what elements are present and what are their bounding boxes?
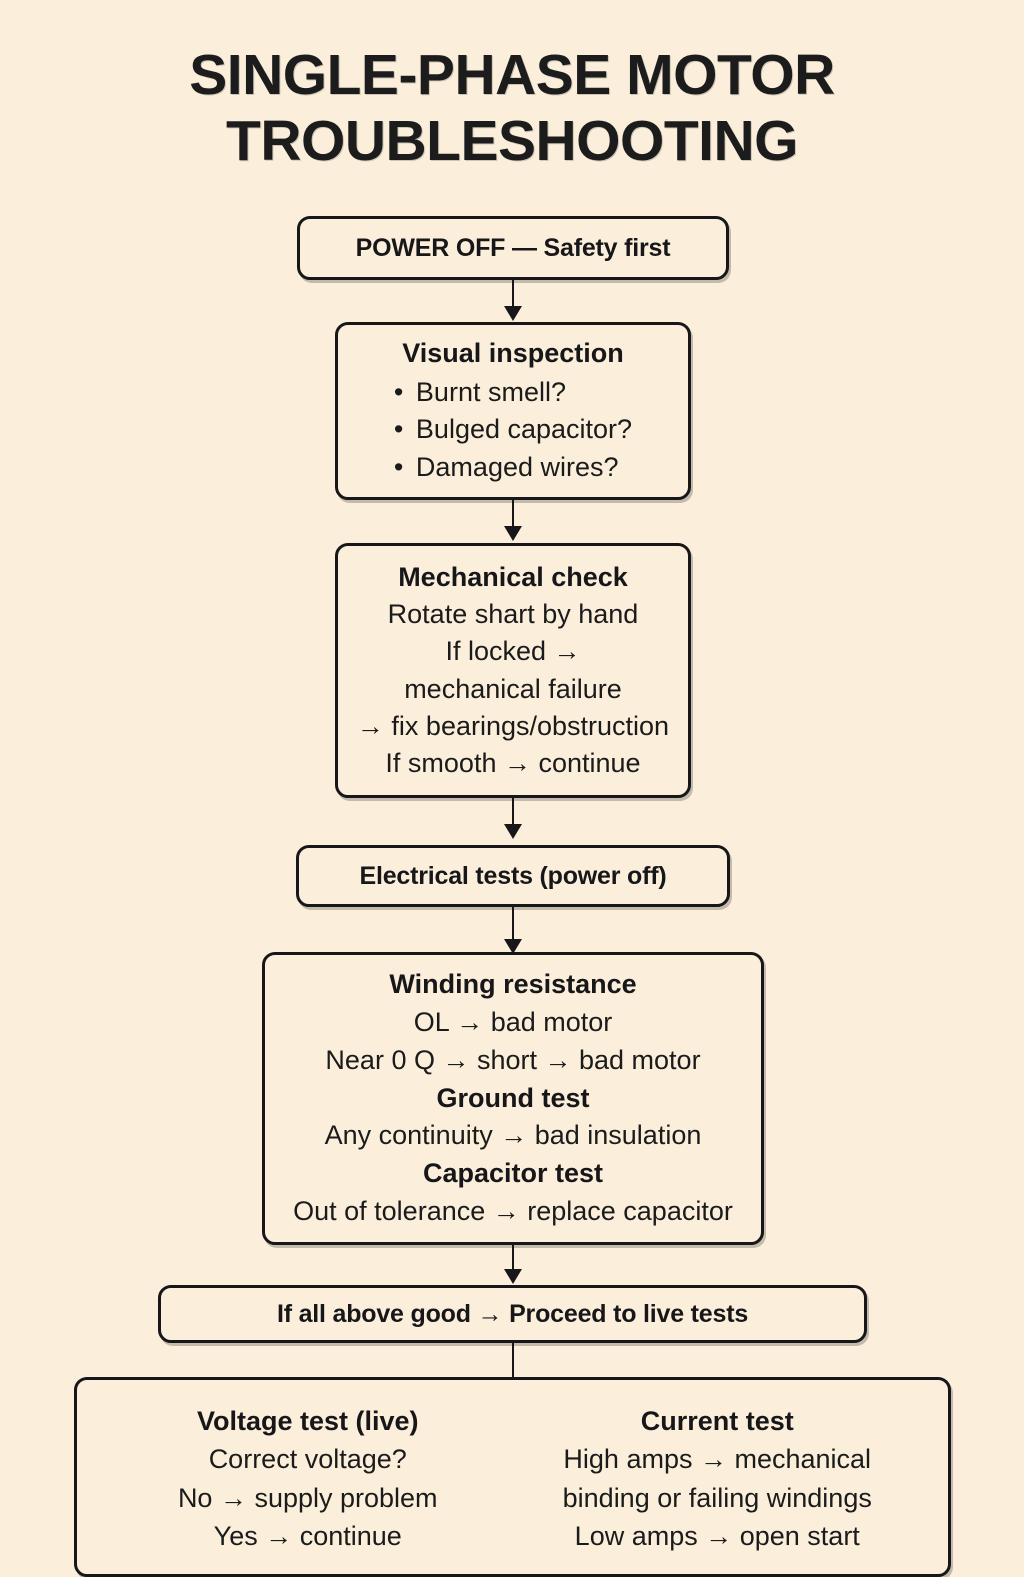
connector-mechanical-to-electrical: [512, 798, 514, 832]
list-item: Burnt smell?: [394, 374, 632, 412]
node-mechanical-check[interactable]: Mechanical check Rotate shart by hand If…: [335, 543, 691, 798]
winding-resistance-line: OL → bad motor: [413, 1007, 613, 1037]
node-mechanical-check-line: If locked →: [445, 636, 581, 667]
winding-resistance-line: Near 0 Q → short → bad motor: [325, 1044, 701, 1075]
node-power-off[interactable]: POWER OFF — Safety first: [297, 216, 729, 280]
voltage-test-line: Correct voltage?: [208, 1444, 407, 1475]
arrowhead-visual-to-mechanical: [504, 526, 522, 541]
voltage-test-line: No → supply problem: [177, 1482, 438, 1513]
page-title: Single-Phase Motor Troubleshooting: [189, 43, 835, 174]
current-test-heading: Current test: [640, 1406, 794, 1436]
node-proceed-live-tests[interactable]: If all above good → Proceed to live test…: [158, 1285, 867, 1343]
arrowhead-electrical-to-detail: [504, 939, 522, 954]
node-visual-inspection[interactable]: Visual inspection Burnt smell? Bulged ca…: [335, 322, 691, 500]
node-mechanical-check-line: mechanical failure: [404, 673, 622, 704]
current-test-line: binding or failing windings: [562, 1482, 872, 1513]
live-tests-voltage-column: Voltage test (live) Correct voltage? No …: [103, 1402, 513, 1555]
node-electrical-detail[interactable]: Winding resistance OL → bad motor Near 0…: [262, 952, 764, 1245]
live-tests-columns: Voltage test (live) Correct voltage? No …: [77, 1380, 948, 1574]
node-live-tests[interactable]: Voltage test (live) Correct voltage? No …: [74, 1377, 951, 1577]
node-mechanical-check-line: Rotate shart by hand: [387, 599, 639, 629]
node-mechanical-check-heading: Mechanical check: [398, 561, 628, 592]
arrowhead-mechanical-to-electrical: [504, 824, 522, 839]
connector-proceed-to-live: [512, 1343, 514, 1377]
arrowhead-detail-to-proceed: [504, 1269, 522, 1284]
list-item: Bulged capacitor?: [394, 411, 632, 449]
flowchart-canvas: Single-Phase Motor Troubleshooting POWER…: [0, 0, 1024, 1536]
node-electrical-tests-label: Electrical tests (power off): [359, 861, 667, 890]
capacitor-test-line: Out of tolerance → replace capacitor: [293, 1195, 733, 1226]
current-test-line: High amps → mechanical: [563, 1444, 872, 1475]
connector-detail-to-proceed: [512, 1245, 514, 1277]
voltage-test-heading: Voltage test (live): [196, 1406, 419, 1436]
list-item: Damaged wires?: [394, 449, 632, 487]
connector-visual-to-mechanical: [512, 500, 514, 534]
node-electrical-tests[interactable]: Electrical tests (power off): [296, 845, 730, 907]
connector-electrical-to-detail: [512, 907, 514, 947]
ground-test-heading: Ground test: [436, 1082, 590, 1113]
connector-power-to-visual: [512, 280, 514, 314]
live-tests-current-column: Current test High amps → mechanical bind…: [513, 1402, 923, 1555]
visual-inspection-list: Burnt smell? Bulged capacitor? Damaged w…: [394, 374, 632, 487]
node-visual-inspection-heading: Visual inspection: [402, 338, 624, 369]
capacitor-test-heading: Capacitor test: [422, 1158, 604, 1189]
node-proceed-live-tests-label: If all above good → Proceed to live test…: [276, 1299, 749, 1328]
node-mechanical-check-line: → fix bearings/obstruction: [356, 710, 670, 741]
node-mechanical-check-line: If smooth → continue: [385, 748, 641, 778]
node-power-off-label: POWER OFF — Safety first: [355, 233, 671, 262]
winding-resistance-heading: Winding resistance: [389, 969, 637, 1000]
voltage-test-line: Yes → continue: [213, 1520, 402, 1551]
ground-test-line: Any continuity → bad insulation: [324, 1120, 702, 1151]
arrowhead-power-to-visual: [504, 306, 522, 321]
current-test-line: Low amps → open start: [574, 1520, 860, 1551]
